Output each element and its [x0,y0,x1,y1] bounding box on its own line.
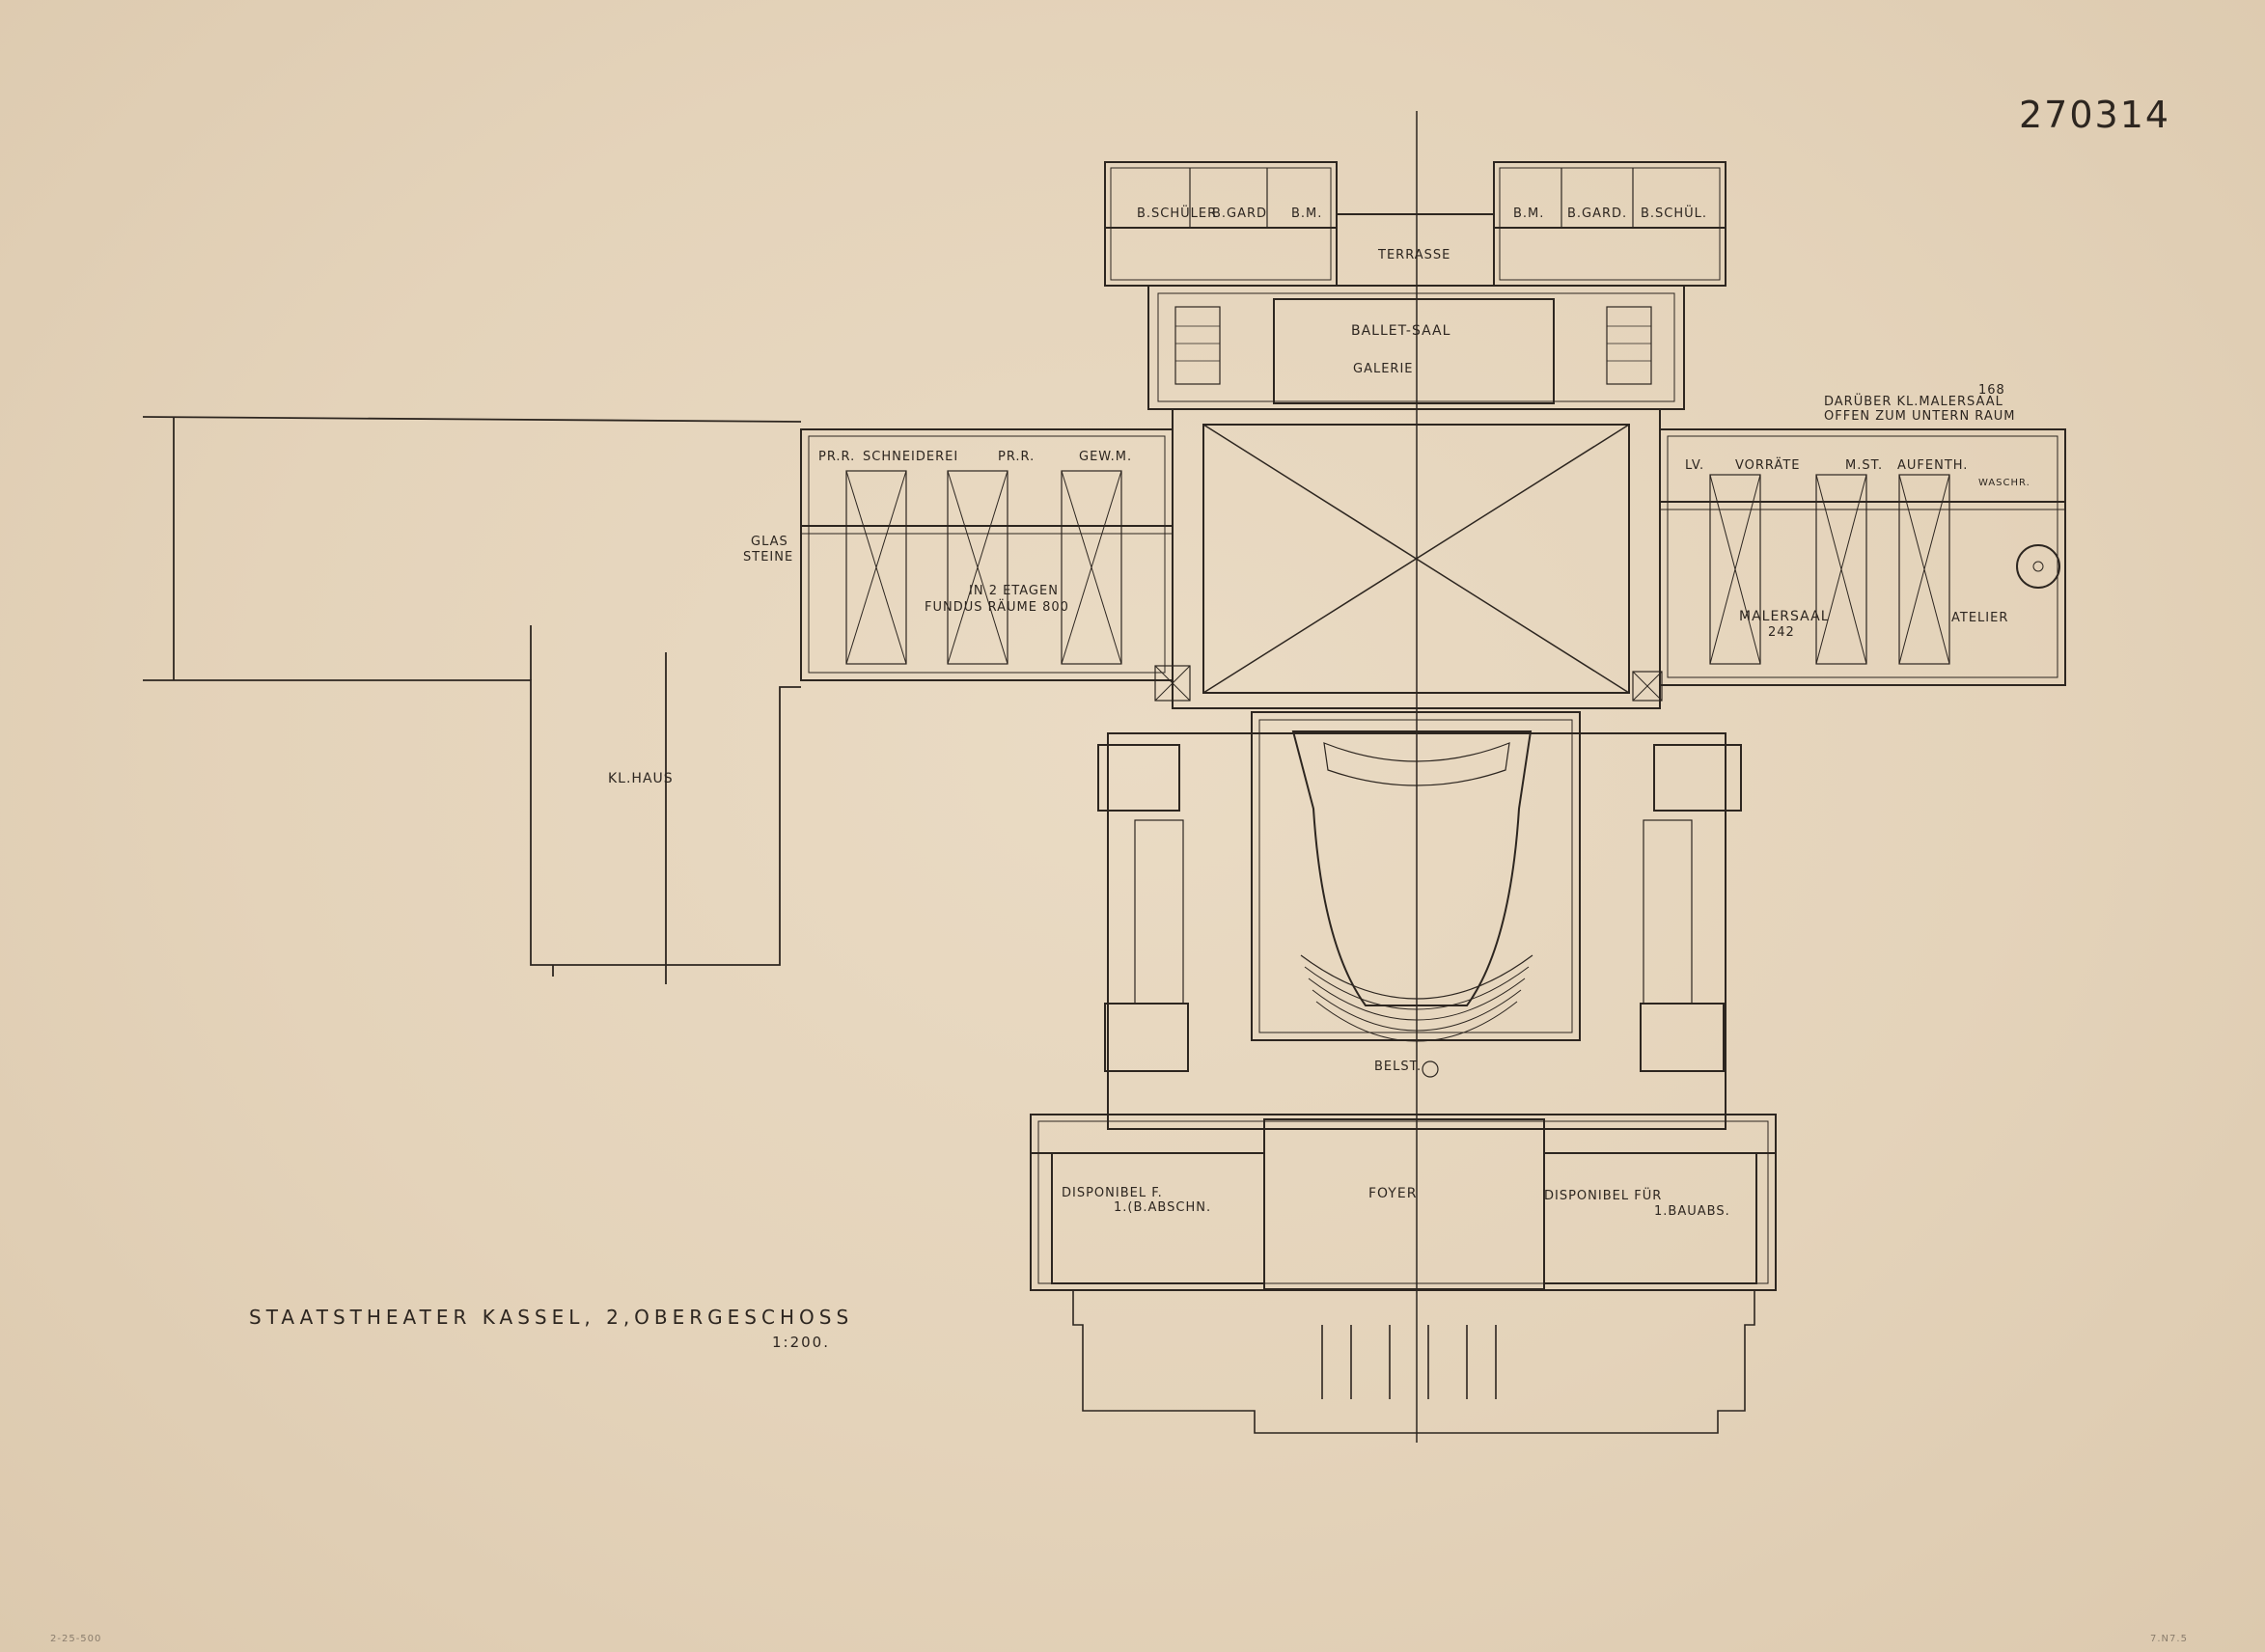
room-label-b-schueler-left: B.SCHÜLER [1137,206,1218,221]
room-label-gew-m: GEW.M. [1079,450,1133,464]
auditorium-block [1097,711,1742,1130]
room-label-b-m-left: B.M. [1291,206,1323,221]
room-label-foyer: FOYER [1368,1186,1418,1201]
north-right-block [1493,161,1726,287]
annotation-fundus-1: IN 2 ETAGEN [969,584,1059,598]
kl-haus-outline [142,416,802,984]
room-label-schneiderei: SCHNEIDEREI [863,450,959,464]
room-label-m-st: M.ST. [1845,458,1884,473]
annotation-glas-2: STEINE [743,550,794,564]
room-label-dispo-right-2: 1.BAUABS. [1654,1204,1730,1219]
room-label-b-gard-right: B.GARD. [1567,206,1628,221]
front-steps [1072,1290,1755,1434]
room-label-dispo-left-1: DISPONIBEL F. [1062,1186,1163,1200]
west-wing [800,428,1174,681]
foyer-wing [1030,1114,1777,1291]
stage-house [1154,408,1663,709]
room-label-atelier: ATELIER [1951,611,2009,625]
room-label-galerie: GALERIE [1353,362,1414,376]
room-label-malersaal: MALERSAAL [1739,609,1830,624]
drawing-scale: 1:200. [772,1334,830,1351]
archive-number: 270314 [2019,94,2171,136]
room-label-kl-haus: KL.HAUS [608,771,674,786]
room-label-belst: BELST. [1374,1060,1423,1074]
annotation-malersaal-above-2: OFFEN ZUM UNTERN RAUM [1824,409,2016,424]
annotation-number-168: 168 [1978,383,2005,398]
room-label-dispo-left-2: 1.(B.ABSCHN. [1114,1200,1212,1215]
room-label-aufenth: AUFENTH. [1897,458,1969,473]
footer-left-mark: 2-25-500 [50,1634,102,1644]
room-label-b-gard-left: B.GARD [1212,206,1268,221]
annotation-fundus-2: FUNDUS RÄUME 800 [925,600,1069,615]
annotation-glas-1: GLAS [751,535,788,549]
drawing-title: STAATSTHEATER KASSEL, 2,OBERGESCHOSS [249,1306,854,1329]
east-wing [1659,428,2066,686]
footer-right-mark: 7.N7.5 [2150,1634,2188,1644]
room-label-pr-r-2: PR.R. [998,450,1036,464]
room-label-ballet-saal: BALLET-SAAL [1351,323,1451,339]
room-label-lv: LV. [1685,458,1705,473]
room-label-pr-r-1: PR.R. [818,450,856,464]
room-label-b-schuel-right: B.SCHÜL. [1641,206,1708,221]
annotation-malersaal-above-1: DARÜBER KL.MALERSAAL [1824,395,2003,409]
room-label-dispo-right-1: DISPONIBEL FÜR [1544,1189,1663,1203]
annotation-malersaal-area: 242 [1768,625,1795,640]
room-label-vorraete: VORRÄTE [1735,458,1801,473]
north-left-block [1104,161,1338,287]
room-label-terrasse: TERRASSE [1378,248,1451,262]
room-label-b-m-right: B.M. [1513,206,1545,221]
room-label-waschr: WASCHR. [1978,478,2030,488]
